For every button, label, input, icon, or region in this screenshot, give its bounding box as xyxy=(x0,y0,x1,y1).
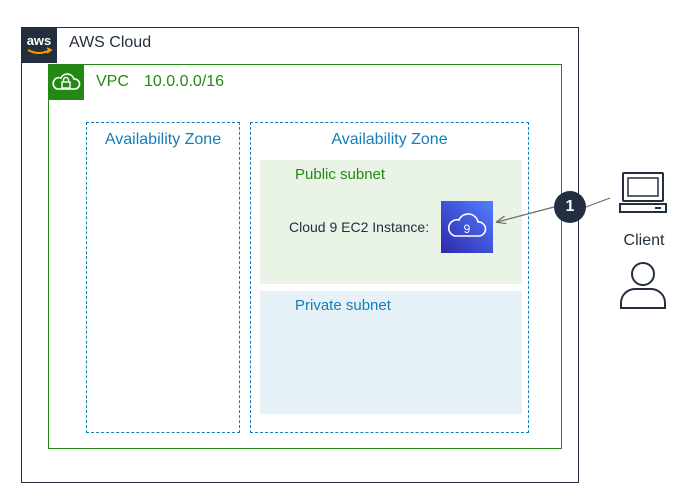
vpc-cloud-lock-icon xyxy=(48,64,84,100)
availability-zone-1 xyxy=(86,122,240,433)
client-label: Client xyxy=(623,232,665,249)
aws-logo-text: aws xyxy=(27,33,52,48)
availability-zone-1-label: Availability Zone xyxy=(104,131,222,148)
cloud9-icon-text: 9 xyxy=(464,222,471,236)
aws-cloud-label: AWS Cloud xyxy=(69,34,152,51)
client-connector-line xyxy=(585,197,611,208)
vpc-label: VPC xyxy=(96,73,129,90)
private-subnet-label: Private subnet xyxy=(295,297,391,314)
cloud9-icon: 9 xyxy=(441,201,493,253)
step-badge: 1 xyxy=(554,191,586,223)
private-subnet xyxy=(260,291,522,414)
availability-zone-2 xyxy=(250,122,529,433)
availability-zone-2-label: Availability Zone xyxy=(331,131,448,148)
laptop-icon xyxy=(616,168,670,218)
aws-logo-icon: aws xyxy=(21,27,57,63)
user-icon xyxy=(616,258,670,312)
aws-cloud-group xyxy=(21,27,579,483)
cloud9-instance-label: Cloud 9 EC2 Instance: xyxy=(289,219,430,235)
public-subnet-label: Public subnet xyxy=(295,166,386,183)
vpc-cidr: 10.0.0.0/16 xyxy=(144,73,225,90)
vpc-group xyxy=(48,64,562,449)
